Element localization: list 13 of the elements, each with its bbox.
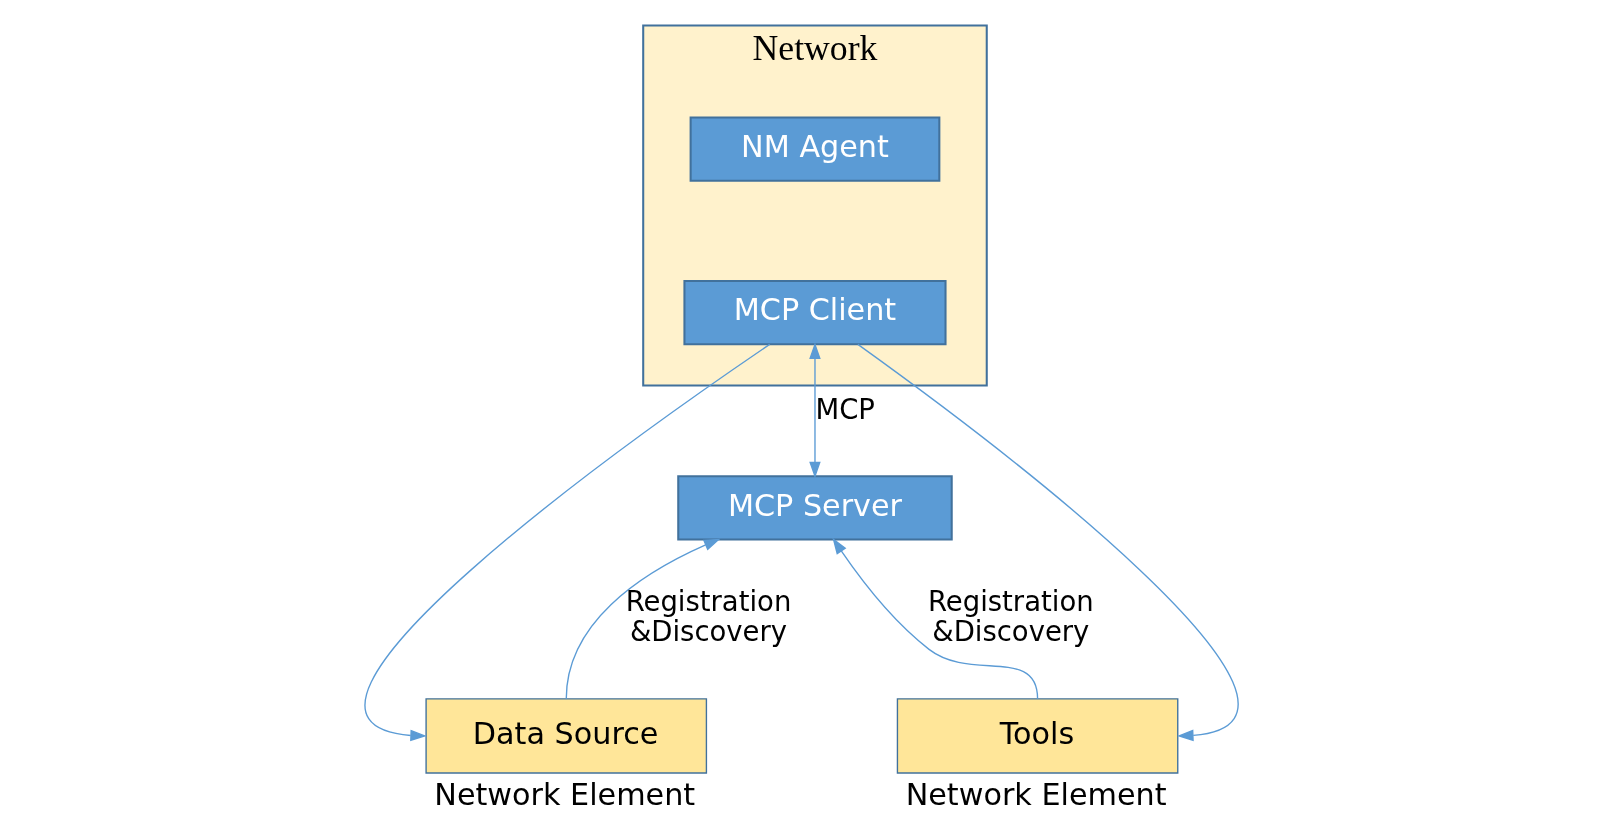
arrow bbox=[808, 341, 821, 478]
node-label: Network Element bbox=[433, 776, 695, 812]
node-box: MCP Server bbox=[676, 474, 953, 540]
edge-label: MCP bbox=[814, 392, 875, 424]
arrow bbox=[856, 343, 1239, 741]
arrow bbox=[831, 537, 1038, 699]
edge-label: Registration &Discovery bbox=[625, 584, 791, 647]
edge-label: Registration &Discovery bbox=[927, 584, 1094, 647]
node-box: NM Agent bbox=[689, 116, 940, 182]
arrow bbox=[363, 343, 770, 741]
node-label: Network Element bbox=[905, 776, 1167, 812]
node-box: MCP Client bbox=[682, 279, 947, 345]
arrow bbox=[565, 538, 720, 699]
